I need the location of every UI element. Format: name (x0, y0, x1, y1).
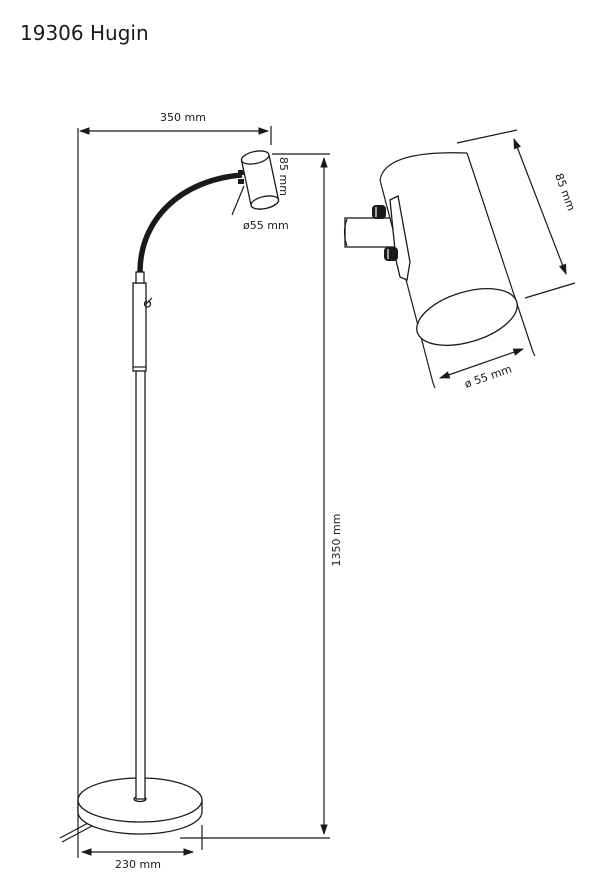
height-label: 1350 mm (330, 514, 343, 567)
reach-label: 350 mm (160, 111, 206, 124)
base-dimension: 230 mm (80, 825, 203, 871)
shade-length-small-label: 85 mm (277, 157, 290, 196)
shade-detail-view (343, 129, 576, 389)
screw-icon (384, 247, 398, 261)
shade-length-detail-label: 85 mm (552, 172, 578, 213)
drawing-title: 19306 Hugin (20, 21, 149, 45)
shade-diameter-small-label: ø55 mm (243, 219, 289, 232)
base-diameter-label: 230 mm (115, 858, 161, 871)
shade-opening (416, 288, 518, 346)
arm-pipe (344, 217, 396, 248)
switch-icon (143, 297, 153, 308)
lamp-stem (132, 282, 147, 372)
lamp-shade-small (240, 150, 280, 210)
screw-icon (372, 205, 386, 219)
power-cable (59, 821, 93, 843)
gooseneck-arm (137, 172, 243, 273)
reach-dimension: 350 mm (77, 111, 272, 858)
height-dimension: 1350 mm (180, 153, 343, 839)
floor-lamp (59, 150, 280, 843)
lamp-pole (135, 367, 146, 800)
